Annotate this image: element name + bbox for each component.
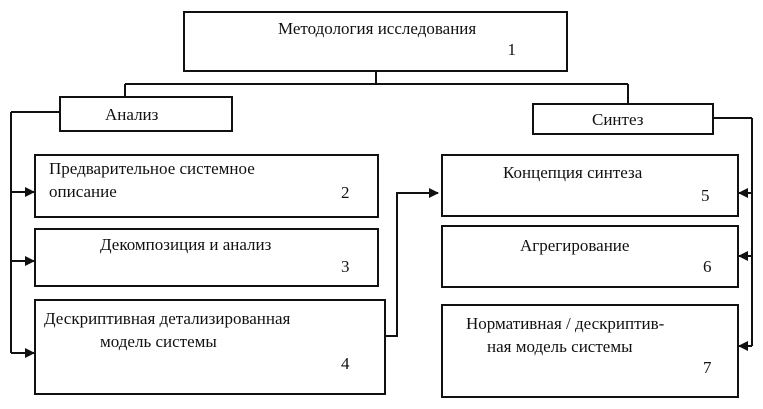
decomposition-number: 3 — [341, 257, 350, 276]
aggregation-label: Агрегирование — [520, 236, 630, 255]
normative-line1: Нормативная / дескриптив- — [466, 314, 665, 333]
box-preliminary-description: Предварительное системное описание 2 — [34, 154, 379, 218]
box-aggregation: Агрегирование 6 — [441, 225, 739, 288]
normative-line2: ная модель системы — [487, 337, 633, 356]
descriptive-line1: Дескриптивная детализированная — [44, 309, 291, 328]
preliminary-line1: Предварительное системное — [49, 159, 255, 178]
descriptive-line2: модель системы — [100, 332, 217, 351]
box-synthesis-concept: Концепция синтеза 5 — [441, 154, 739, 217]
box-normative-model: Нормативная / дескриптив- ная модель сис… — [441, 304, 739, 398]
link-4-to-5 — [386, 188, 439, 337]
synthesis-concept-number: 5 — [701, 186, 710, 205]
normative-number: 7 — [703, 358, 712, 377]
descriptive-number: 4 — [341, 354, 350, 373]
box-descriptive-model: Дескриптивная детализированная модель си… — [34, 299, 386, 395]
synthesis-concept-label: Концепция синтеза — [503, 163, 643, 182]
synthesis-label: Синтез — [592, 110, 644, 129]
analysis-box: Анализ — [59, 96, 233, 132]
box-decomposition-analysis: Декомпозиция и анализ 3 — [34, 228, 379, 287]
decomposition-label: Декомпозиция и анализ — [100, 235, 272, 254]
methodology-number: 1 — [507, 40, 517, 59]
analysis-label: Анализ — [105, 105, 159, 124]
synthesis-box: Синтез — [532, 103, 714, 135]
methodology-label: Методология исследования — [278, 19, 477, 38]
preliminary-number: 2 — [341, 183, 350, 202]
methodology-box: Методология исследования 1 — [183, 11, 568, 72]
preliminary-line2: описание — [49, 182, 117, 201]
aggregation-number: 6 — [703, 257, 712, 276]
